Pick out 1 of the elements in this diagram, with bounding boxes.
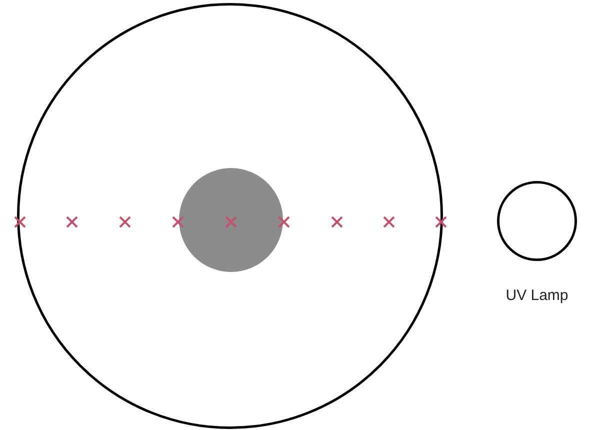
lamp-label: UV Lamp (504, 287, 570, 304)
